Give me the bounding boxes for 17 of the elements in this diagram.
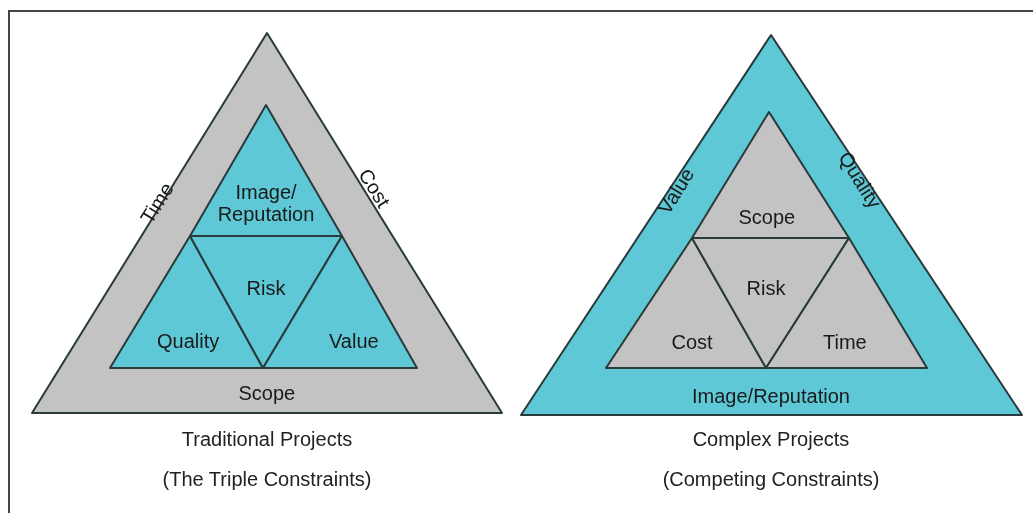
segment-label: Risk (246, 277, 286, 299)
segment-label: Scope (738, 206, 796, 228)
segment-label: Quality (157, 330, 220, 352)
segment-label: Value (329, 330, 379, 352)
caption: (The Triple Constraints) (162, 468, 372, 491)
side-label: Image/Reputation (692, 385, 850, 407)
segment-label: Cost (671, 331, 713, 353)
triangle-segment (190, 105, 342, 236)
side-label: Scope (238, 382, 296, 404)
outer-triangle-band (521, 35, 1022, 415)
caption: Traditional Projects (181, 428, 353, 451)
segment-label: Image/ Reputation (216, 181, 316, 225)
caption: Complex Projects (692, 428, 850, 451)
outer-triangle-band (32, 33, 502, 413)
segment-label: Risk (746, 277, 786, 299)
caption: (Competing Constraints) (662, 468, 880, 491)
segment-label: Time (823, 331, 867, 353)
